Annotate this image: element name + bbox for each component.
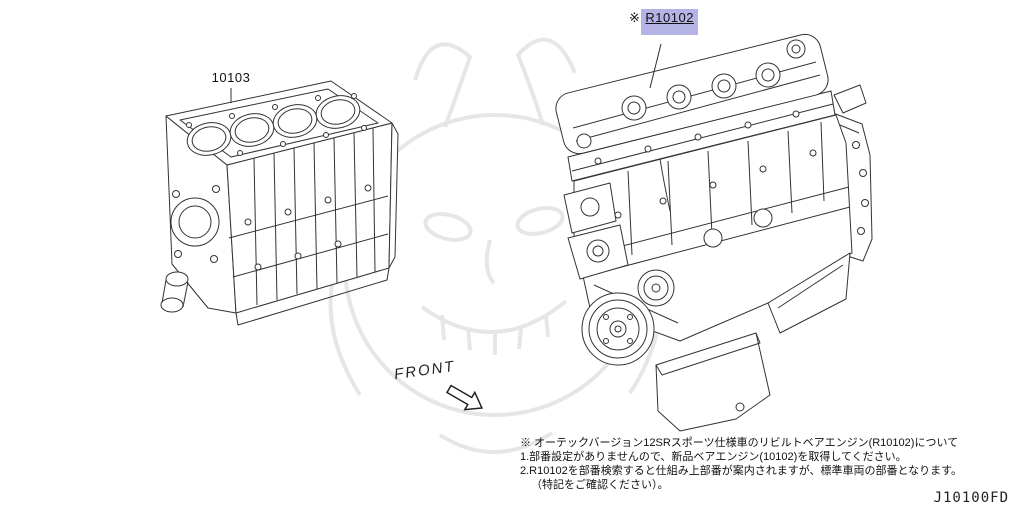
engine-assembly-illustration [555, 33, 873, 432]
crank-pulley [581, 292, 655, 366]
oil-filler-cap [786, 39, 806, 59]
part-number-highlight: R10102 [641, 9, 698, 35]
part-number-text[interactable]: R10102 [645, 10, 694, 25]
note-line-4: （特記をご確認ください）。 [531, 479, 669, 491]
note-line-3: 2.R10102を部番検索すると仕組み上部番が案内されますが、標準車両の部番とな… [520, 465, 963, 477]
notes-block: ※ オーテックバージョン12SRスポーツ仕様車のリビルトベアエンジン(R1010… [520, 436, 962, 492]
part-label-r10102[interactable]: ※ R10102 [629, 9, 698, 35]
engine-assembly-linework [555, 33, 873, 432]
note-line-2: 1.部番設定がありませんので、新品ベアエンジン(10102)を取得してください。 [520, 451, 907, 463]
water-pump-pulley [637, 269, 675, 307]
oil-pan [655, 332, 771, 432]
engine-block-linework [160, 80, 399, 326]
diagram-code: J10100FD [933, 490, 1009, 506]
engine-block-illustration [160, 80, 399, 326]
front-direction-arrow-icon [445, 384, 484, 411]
valve-cover [555, 33, 829, 155]
reference-mark: ※ [629, 10, 641, 25]
note-line-1: ※ オーテックバージョン12SRスポーツ仕様車のリビルトベアエンジン(R1010… [520, 437, 959, 449]
part-label-10103[interactable]: 10103 [211, 70, 251, 85]
